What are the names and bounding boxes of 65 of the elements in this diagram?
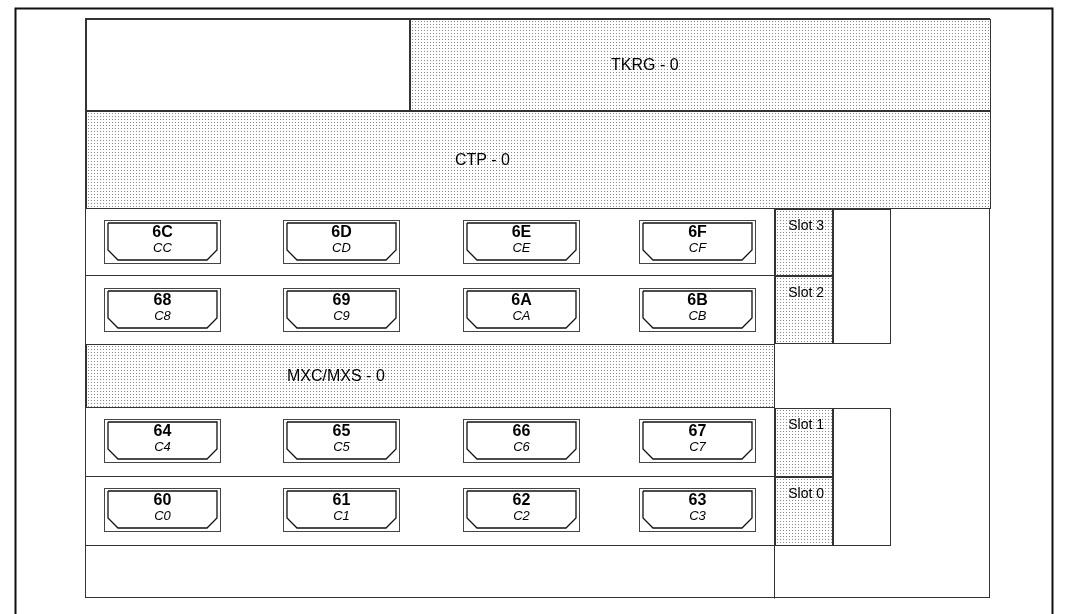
band-label: MXC/MXS - 0 <box>287 367 385 385</box>
card-code: C5 <box>332 439 351 454</box>
empty-panel <box>833 408 891 546</box>
adapter-card <box>639 220 756 264</box>
card-code: CF <box>687 240 708 255</box>
card-address: 66 <box>511 422 532 439</box>
card-address: 69 <box>331 291 352 308</box>
adapter-card <box>639 288 756 332</box>
adapter-card <box>463 220 580 264</box>
adapter-card <box>463 488 580 532</box>
card-code: C7 <box>688 439 707 454</box>
adapter-card <box>283 419 400 463</box>
slot-label: Slot 3 <box>787 216 824 235</box>
card-code: CE <box>511 240 532 255</box>
component-band <box>86 344 775 408</box>
slot-label: Slot 2 <box>787 283 824 302</box>
slot-panel <box>775 276 833 344</box>
adapter-card <box>283 288 400 332</box>
slot-panel <box>775 477 833 546</box>
adapter-card <box>639 419 756 463</box>
card-address: 6D <box>330 223 353 240</box>
component-band <box>86 111 991 209</box>
adapter-card <box>463 419 580 463</box>
band-label: CTP - 0 <box>455 151 510 169</box>
adapter-card <box>104 220 221 264</box>
band-label: TKRG - 0 <box>611 56 679 74</box>
adapter-card <box>104 419 221 463</box>
adapter-card <box>283 488 400 532</box>
slot-label: Slot 1 <box>787 415 824 434</box>
card-address: 6F <box>687 223 708 240</box>
card-code: CA <box>511 308 532 323</box>
card-code: C1 <box>332 508 351 523</box>
card-code: CD <box>331 240 352 255</box>
card-address: 6C <box>151 223 174 240</box>
card-code: CC <box>152 240 173 255</box>
slot-panel <box>775 408 833 477</box>
empty-panel <box>833 209 891 344</box>
card-address: 62 <box>511 491 532 508</box>
rack-frame <box>85 18 990 598</box>
card-code: C0 <box>153 508 172 523</box>
card-code: CB <box>687 308 708 323</box>
slot-panel <box>775 209 833 276</box>
adapter-card <box>463 288 580 332</box>
card-address: 6B <box>686 291 709 308</box>
card-address: 67 <box>687 422 708 439</box>
adapter-card <box>104 488 221 532</box>
card-code: C4 <box>153 439 172 454</box>
card-address: 61 <box>331 491 352 508</box>
card-address: 64 <box>152 422 173 439</box>
card-code: C9 <box>332 308 351 323</box>
card-code: C3 <box>688 508 707 523</box>
slot-label: Slot 0 <box>787 484 824 503</box>
card-address: 6A <box>510 291 533 308</box>
adapter-card <box>283 220 400 264</box>
adapter-card <box>104 288 221 332</box>
component-band <box>410 19 991 111</box>
card-code: C6 <box>512 439 531 454</box>
card-code: C2 <box>512 508 531 523</box>
card-address: 6E <box>510 223 533 240</box>
card-address: 68 <box>152 291 173 308</box>
card-code: C8 <box>153 308 172 323</box>
card-address: 60 <box>152 491 173 508</box>
card-address: 63 <box>687 491 708 508</box>
adapter-card <box>639 488 756 532</box>
card-address: 65 <box>331 422 352 439</box>
